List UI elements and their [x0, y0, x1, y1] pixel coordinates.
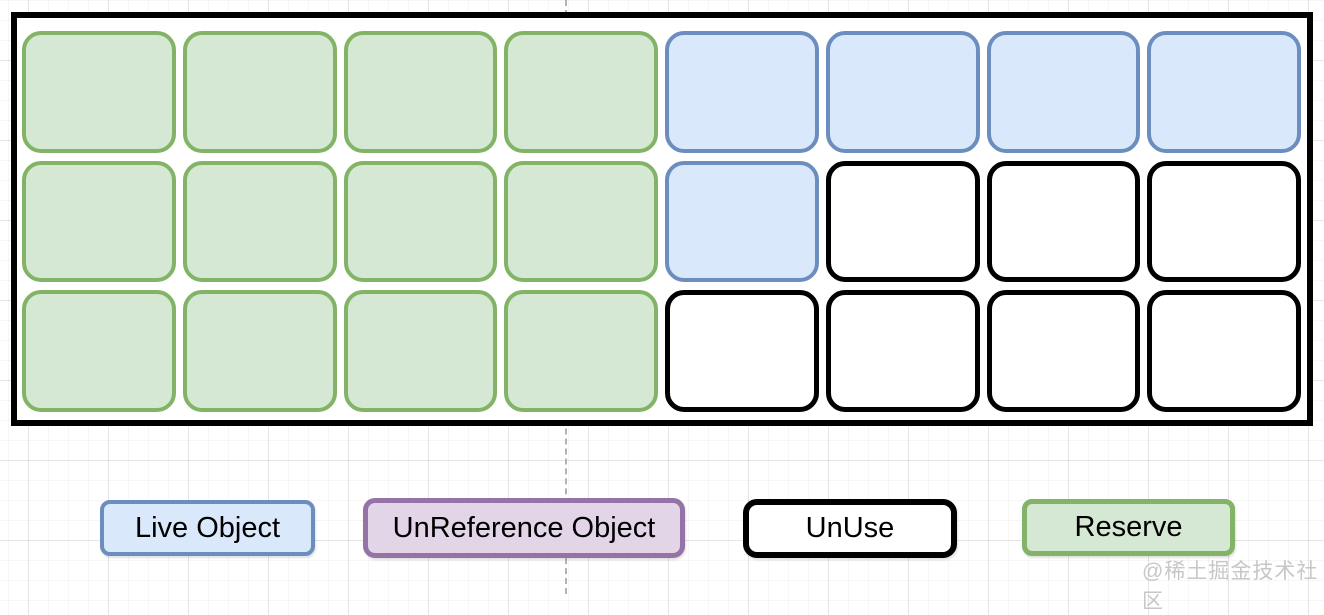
legend-unuse: UnUse — [743, 499, 957, 558]
watermark: @稀土掘金技术社区 — [1142, 560, 1319, 613]
heap-cell-reserve — [182, 290, 337, 412]
heap-cell-reserve — [504, 290, 658, 412]
heap-cell-live — [665, 160, 819, 283]
legend-unreference-object: UnReference Object — [363, 498, 685, 558]
heap-cell-reserve — [504, 160, 658, 283]
legend-live-object: Live Object — [100, 500, 315, 556]
heap-cell-reserve — [22, 160, 176, 283]
heap-cell-live — [825, 31, 980, 153]
legend-unuse-label: UnUse — [805, 512, 895, 544]
heap-cell-reserve — [182, 31, 337, 153]
heap-container — [11, 12, 1313, 426]
heap-cell-reserve — [343, 160, 498, 283]
heap-cell-reserve — [504, 31, 658, 153]
heap-cell-unuse — [825, 160, 980, 283]
legend-reserve-label: Reserve — [1074, 511, 1183, 543]
heap-cell-reserve — [182, 160, 337, 283]
heap-cell-reserve — [22, 31, 176, 153]
heap-cell-unuse — [1147, 160, 1301, 283]
heap-cell-unuse — [986, 290, 1141, 412]
heap-cell-live — [665, 31, 819, 153]
heap-cell-unuse — [825, 290, 980, 412]
heap-cell-unuse — [1147, 290, 1301, 412]
legend-live-object-label: Live Object — [134, 511, 281, 544]
heap-cell-unuse — [986, 160, 1141, 283]
heap-cell-live — [1147, 31, 1301, 153]
heap-cell-reserve — [343, 31, 498, 153]
legend-unreference-object-label: UnReference Object — [392, 511, 656, 544]
legend-reserve: Reserve — [1022, 499, 1235, 556]
heap-cell-reserve — [343, 290, 498, 412]
heap-cell-reserve — [22, 290, 176, 412]
heap-cell-unuse — [665, 290, 819, 412]
heap-cell-live — [986, 31, 1141, 153]
